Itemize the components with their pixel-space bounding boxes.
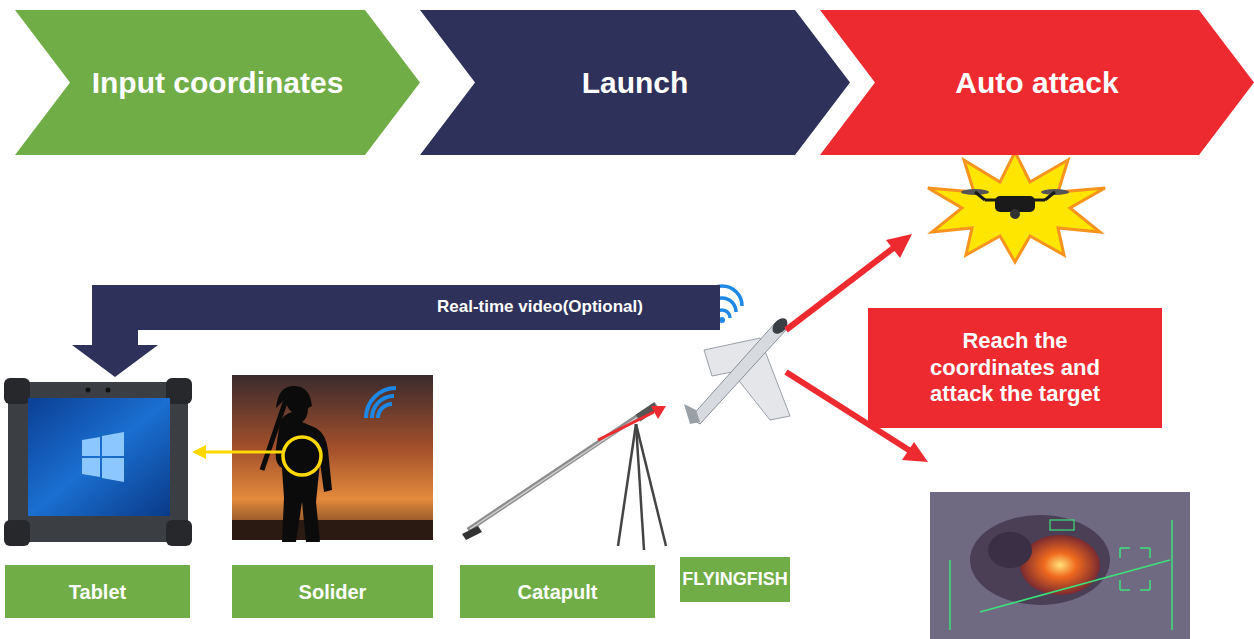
node-label: Input coordinates — [92, 65, 344, 101]
text-area: Auto attack — [820, 10, 1254, 155]
text-area: Solider — [232, 565, 433, 618]
node-label: Reach the coordinates and attack the tar… — [908, 328, 1122, 407]
node-label: Solider — [299, 580, 367, 604]
text-area: Real-time video(Optional) — [360, 285, 720, 330]
text-area: Tablet — [5, 565, 190, 618]
text-area: Launch — [420, 10, 850, 155]
step-chevron: Input coordinates — [15, 10, 420, 155]
text-area: FLYINGFISH — [680, 557, 790, 602]
arrow-fill — [72, 285, 720, 377]
result-box: Reach the coordinates and attack the tar… — [868, 308, 1162, 428]
step-chevron: Auto attack — [820, 10, 1254, 155]
node-label: Real-time video(Optional) — [437, 297, 643, 317]
node-label: Launch — [582, 65, 689, 101]
caption-box: Solider — [232, 565, 433, 618]
node-label: Tablet — [69, 580, 126, 604]
node-label: FLYINGFISH — [682, 569, 787, 591]
caption-box: Catapult — [460, 565, 655, 618]
chevron-fill — [820, 10, 1254, 155]
node-label: Catapult — [518, 580, 598, 604]
caption-box: Tablet — [5, 565, 190, 618]
chevron-fill — [420, 10, 850, 155]
text-area: Reach the coordinates and attack the tar… — [868, 308, 1162, 428]
video-arrow: Real-time video(Optional) — [70, 285, 722, 377]
caption-box: FLYINGFISH — [680, 557, 790, 602]
chevron-fill — [15, 10, 420, 155]
text-area: Input coordinates — [15, 10, 420, 155]
text-area: Catapult — [460, 565, 655, 618]
step-chevron: Launch — [420, 10, 850, 155]
node-label: Auto attack — [955, 65, 1118, 101]
